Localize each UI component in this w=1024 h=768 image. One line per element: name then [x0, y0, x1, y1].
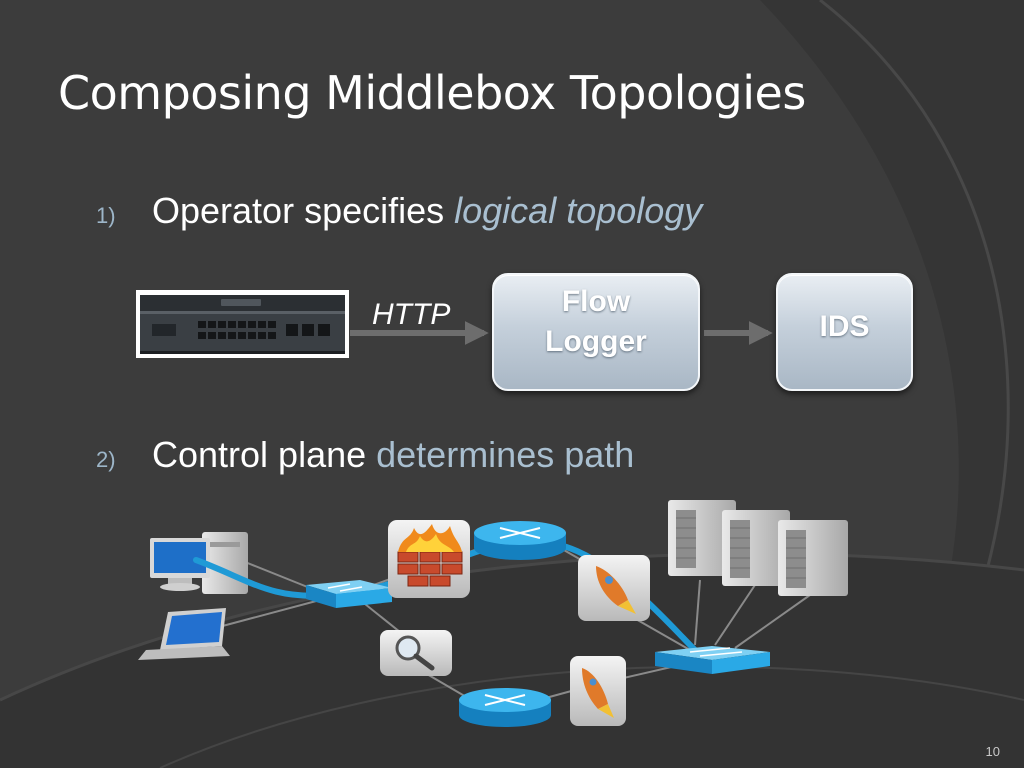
- bullet-control-plane: 2) Control plane determines path: [96, 434, 634, 476]
- laptop-icon: [138, 608, 230, 660]
- middlebox-flow-logger: Flow Logger: [492, 273, 700, 391]
- middlebox-label: IDS: [819, 310, 870, 343]
- switch-icon: [655, 646, 770, 674]
- middlebox-label: Flow Logger: [545, 285, 647, 358]
- edge-label-http: HTTP: [372, 298, 451, 331]
- rocket-icon: [578, 555, 650, 621]
- bullet-text: Operator specifies: [152, 190, 455, 231]
- switch-icon: [306, 580, 392, 608]
- network-switch-image: [136, 290, 349, 358]
- server-rack-icon: [778, 520, 848, 596]
- slide-title: Composing Middlebox Topologies: [58, 66, 806, 120]
- bullet-number: 1): [96, 203, 116, 228]
- router-icon: [474, 521, 566, 560]
- bullet-operator-specifies: 1) Operator specifies logical topology: [96, 190, 702, 232]
- bullet-emphasis: logical topology: [454, 190, 703, 231]
- router-icon: [459, 688, 551, 727]
- server-rack-icon: [722, 510, 790, 586]
- magnifier-icon: [380, 630, 452, 676]
- rocket-icon: [570, 656, 626, 726]
- server-rack-icon: [668, 500, 736, 576]
- middlebox-ids: IDS: [776, 273, 913, 391]
- bullet-text: Control plane: [152, 434, 377, 475]
- firewall-icon: [388, 520, 470, 598]
- bullet-number: 2): [96, 447, 116, 472]
- page-number: 10: [985, 744, 1000, 759]
- bullet-emphasis: determines path: [376, 434, 635, 475]
